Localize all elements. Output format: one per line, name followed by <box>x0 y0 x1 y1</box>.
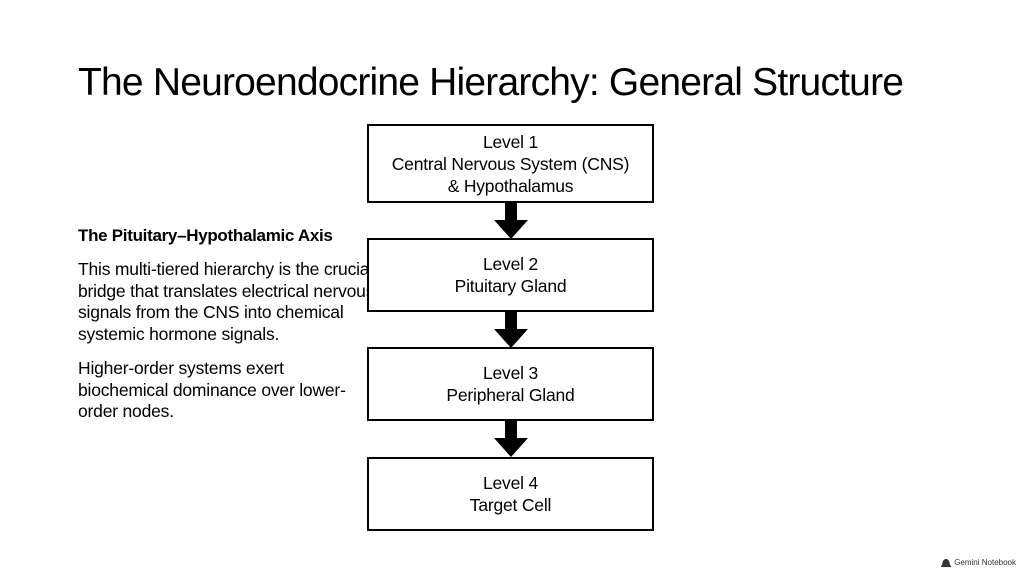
level-4-name: Target Cell <box>469 495 552 515</box>
side-panel-paragraph-2: Higher-order systems exert biochemical d… <box>78 358 346 421</box>
level-1-box: Level 1 Central Nervous System (CNS) & H… <box>367 124 654 203</box>
notebook-icon <box>941 559 952 567</box>
footer-brand-label: Gemini Notebook <box>954 558 1016 567</box>
footer-brand: Gemini Notebook <box>941 558 1016 567</box>
side-panel-heading: The Pituitary–Hypothalamic Axis <box>78 226 333 245</box>
level-2-label: Level 2 <box>482 254 539 274</box>
level-1-name-line-2: & Hypothalamus <box>447 175 574 196</box>
level-3-name: Peripheral Gland <box>446 385 575 405</box>
arrow-down-icon <box>494 420 528 457</box>
arrow-down-icon <box>494 311 528 348</box>
side-panel-paragraph-1: This multi-tiered hierarchy is the cruci… <box>78 259 375 344</box>
level-3-label: Level 3 <box>482 363 539 383</box>
level-4-box: Level 4 Target Cell <box>367 457 654 531</box>
side-panel: The Pituitary–Hypothalamic Axis This mul… <box>78 225 378 436</box>
level-4-label: Level 4 <box>482 473 539 493</box>
level-3-box: Level 3 Peripheral Gland <box>367 347 654 421</box>
level-2-name: Pituitary Gland <box>454 276 567 296</box>
level-1-label: Level 1 <box>482 131 539 152</box>
arrow-down-icon <box>494 202 528 239</box>
level-2-box: Level 2 Pituitary Gland <box>367 238 654 312</box>
slide-title: The Neuroendocrine Hierarchy: General St… <box>78 61 904 104</box>
level-1-name-line-1: Central Nervous System (CNS) <box>391 153 630 174</box>
